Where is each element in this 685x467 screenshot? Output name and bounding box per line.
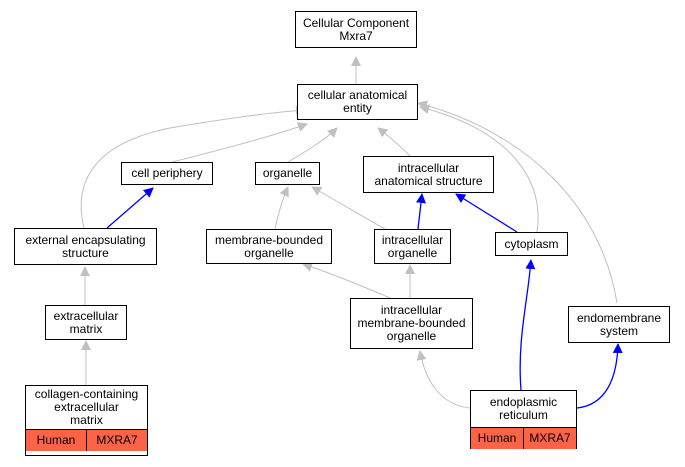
- edge-imbo-to-mbo: [302, 262, 391, 299]
- edge-ees-to-cae: [80, 105, 306, 229]
- node-label: Cellular Component Mxra7: [302, 15, 410, 43]
- node-label: external encapsulating structure: [25, 232, 146, 260]
- edge-cytoplasm-to-ias: [455, 193, 518, 233]
- node-label: endomembrane system: [576, 310, 662, 338]
- edge-cellperiphery-to-cae: [171, 122, 308, 163]
- species-cell: Human: [471, 428, 523, 449]
- node-label: intracellular organelle: [381, 232, 444, 260]
- edge-io-to-ias: [416, 193, 426, 230]
- node-endoplasmic-reticulum[interactable]: endoplasmic reticulum Human MXRA7: [470, 390, 577, 449]
- node-collagen-containing-extracellular-matrix[interactable]: collagen-containing extracellular matrix…: [25, 385, 148, 456]
- node-label: collagen-containing extracellular matrix: [26, 386, 147, 430]
- node-organelle[interactable]: organelle: [255, 162, 320, 185]
- node-label: membrane-bounded organelle: [214, 232, 324, 260]
- species-cell: Human: [26, 430, 86, 451]
- node-external-encapsulating-structure[interactable]: external encapsulating structure: [14, 228, 157, 265]
- annotation-row: Human MXRA7: [471, 428, 576, 449]
- edge-er-to-imbo: [416, 350, 471, 409]
- gene-symbol-cell: MXRA7: [86, 430, 147, 451]
- edge-mbo-to-organelle: [274, 186, 289, 230]
- node-label: cytoplasm: [504, 236, 559, 251]
- edge-io-to-organelle: [311, 186, 386, 230]
- edge-ias-to-cae: [377, 127, 411, 157]
- annotation-row: Human MXRA7: [26, 430, 147, 451]
- node-cellular-component[interactable]: Cellular Component Mxra7: [295, 11, 417, 48]
- node-label: organelle: [262, 166, 313, 180]
- gene-symbol-cell: MXRA7: [523, 428, 576, 449]
- node-intracellular-anatomical-structure[interactable]: intracellular anatomical structure: [363, 156, 494, 193]
- node-cell-periphery[interactable]: cell periphery: [121, 162, 213, 185]
- node-endomembrane-system[interactable]: endomembrane system: [568, 306, 670, 343]
- edge-endomembrane-to-cae: [417, 100, 618, 304]
- node-intracellular-organelle[interactable]: intracellular organelle: [374, 229, 451, 264]
- node-cytoplasm[interactable]: cytoplasm: [495, 232, 568, 256]
- node-label: intracellular membrane-bounded organelle: [357, 303, 466, 343]
- edge-ees-to-cellperiphery: [106, 187, 154, 229]
- node-label: cellular anatomical entity: [307, 88, 408, 115]
- node-label: cell periphery: [131, 166, 203, 180]
- node-label: intracellular anatomical structure: [374, 160, 483, 188]
- node-membrane-bounded-organelle[interactable]: membrane-bounded organelle: [206, 229, 332, 264]
- edge-er-to-endomembrane: [576, 343, 623, 409]
- node-label: extracellular matrix: [53, 308, 119, 336]
- node-intracellular-membrane-bounded-organelle[interactable]: intracellular membrane-bounded organelle: [350, 298, 473, 349]
- node-extracellular-matrix[interactable]: extracellular matrix: [45, 305, 127, 340]
- edge-organelle-to-cae: [287, 127, 338, 163]
- edge-er-to-cytoplasm: [519, 259, 536, 391]
- node-cellular-anatomical-entity[interactable]: cellular anatomical entity: [297, 84, 418, 120]
- edge-cytoplasm-to-cae: [419, 104, 539, 233]
- node-label: endoplasmic reticulum: [471, 391, 576, 428]
